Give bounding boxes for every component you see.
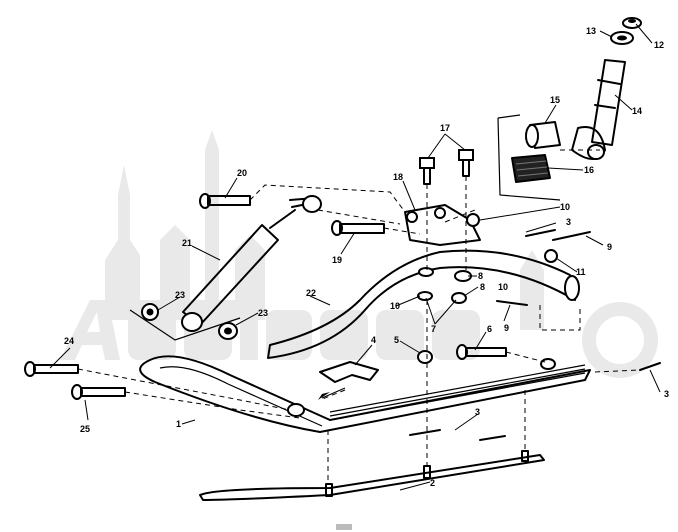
bolt-part-19	[331, 220, 385, 236]
callout-7: 7	[431, 324, 436, 334]
bushing-part-23b	[218, 322, 238, 340]
arrow-indicator	[318, 392, 330, 400]
bolt-part-17b	[458, 149, 474, 177]
callout-18: 18	[393, 172, 403, 182]
callout-11: 11	[576, 267, 586, 277]
cotter-pin-part-9	[496, 231, 591, 306]
bushing-bracket-lines	[129, 309, 241, 341]
callout-25: 25	[80, 424, 90, 434]
bolt-part-25	[71, 384, 126, 400]
bushing-box	[497, 114, 561, 201]
nut-part-5	[417, 350, 433, 364]
saddle-part-4	[319, 361, 379, 383]
watermark-logo	[60, 130, 658, 378]
callout-1: 1	[176, 419, 181, 429]
spindle-nut-part-12	[622, 17, 642, 29]
bushing-part-23a	[141, 303, 159, 321]
callout-9: 9	[504, 323, 509, 333]
assembly-lines	[77, 149, 641, 484]
spindle-part-14	[571, 59, 626, 160]
callout-10: 10	[390, 301, 400, 311]
callout-21: 21	[182, 238, 192, 248]
callout-19: 19	[332, 255, 342, 265]
figure-caption-mark	[336, 524, 352, 530]
nut-part-11	[544, 249, 558, 263]
shock-absorber-part-21	[181, 195, 322, 332]
spring-mount-bracket-outline	[539, 305, 581, 331]
callout-16: 16	[584, 165, 594, 175]
bolt-part-17a	[419, 157, 435, 185]
callout-8: 8	[480, 282, 485, 292]
callout-15: 15	[550, 95, 560, 105]
callout-24: 24	[64, 336, 74, 346]
callout-10: 10	[498, 282, 508, 292]
callout-22: 22	[306, 288, 316, 298]
callout-5: 5	[394, 335, 399, 345]
washer-part-10	[417, 267, 434, 301]
callout-labels: 1 2 3 3 3 4 5 6 7 8 8 9 9 10 10 10 11 12…	[64, 26, 669, 488]
bolt-part-24	[24, 361, 79, 377]
callout-3: 3	[664, 389, 669, 399]
callout-12: 12	[654, 40, 664, 50]
callout-4: 4	[371, 335, 376, 345]
bushing-part-15	[525, 121, 561, 149]
bushing-part-16	[511, 154, 551, 183]
callout-20: 20	[237, 168, 247, 178]
bracket-part-18	[404, 204, 481, 246]
callout-6: 6	[487, 324, 492, 334]
callout-3: 3	[566, 217, 571, 227]
callout-23: 23	[258, 308, 268, 318]
callout-17: 17	[440, 123, 450, 133]
leader-lines	[49, 23, 661, 491]
callout-10: 10	[560, 202, 570, 212]
bolt-part-6	[456, 344, 507, 360]
leaf-spring-part-22	[267, 249, 580, 359]
callout-2: 2	[430, 478, 435, 488]
ski-part-1	[139, 355, 591, 433]
cotter-pin-part-3	[409, 229, 661, 441]
callout-9: 9	[607, 242, 612, 252]
callout-14: 14	[632, 106, 642, 116]
callout-23: 23	[175, 290, 185, 300]
callout-8: 8	[478, 271, 483, 281]
spindle-washer-part-13	[610, 31, 634, 45]
bolt-part-20	[199, 193, 251, 209]
callout-3: 3	[475, 407, 480, 417]
ski-runner-part-2	[199, 450, 545, 501]
arrow-shaft	[321, 387, 346, 399]
callout-13: 13	[586, 26, 596, 36]
